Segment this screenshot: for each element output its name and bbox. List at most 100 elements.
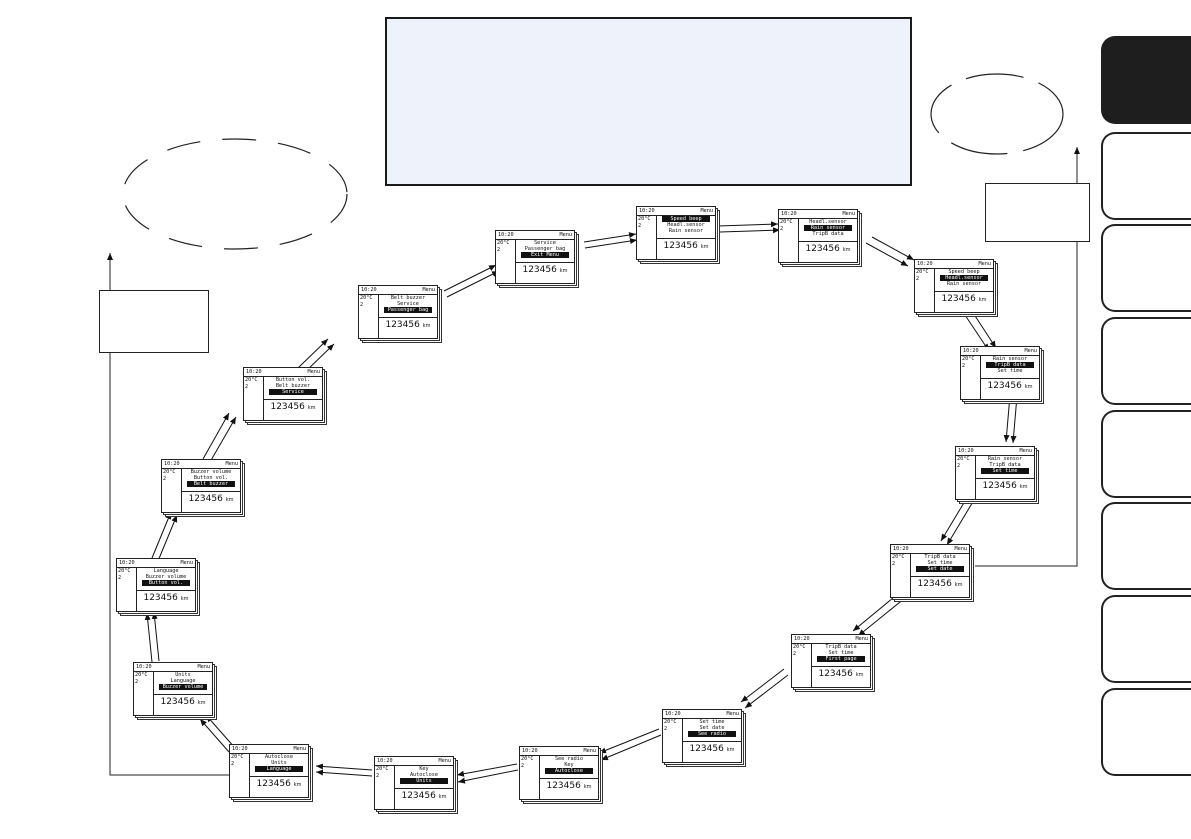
clock-text: 10:20 <box>164 461 180 467</box>
connector-left <box>107 253 234 776</box>
odometer: 123456 km <box>976 478 1034 499</box>
chapter-tab-active[interactable] <box>1101 36 1191 124</box>
temperature-text: 20°C <box>962 356 975 362</box>
gear-text: 2 <box>793 651 797 657</box>
chapter-tab[interactable] <box>1101 132 1191 220</box>
menu-label: Menu <box>954 546 968 552</box>
gear-text: 2 <box>135 679 139 685</box>
odometer: 123456 km <box>981 378 1039 399</box>
odometer-value: 123456 <box>818 669 853 679</box>
navigation-arrows <box>144 221 1018 784</box>
navigation-arrow <box>717 221 779 228</box>
navigation-arrow <box>744 674 789 709</box>
odometer: 123456 km <box>516 262 574 283</box>
odometer-unit: km <box>954 582 963 588</box>
menu-line: Rain sensor <box>668 228 704 234</box>
chapter-tab[interactable] <box>1101 595 1191 683</box>
temperature-text: 20°C <box>135 672 148 678</box>
menu-line: Set time <box>699 719 725 725</box>
gear-text: 2 <box>163 476 167 482</box>
odometer-unit: km <box>559 268 568 274</box>
connector-right <box>975 147 1080 567</box>
menu-line: Language <box>153 568 179 574</box>
chapter-tab[interactable] <box>1101 224 1191 312</box>
odometer: 123456 km <box>540 778 598 799</box>
odometer-unit: km <box>307 405 316 411</box>
menu-line: Passenger bag <box>524 246 566 252</box>
temperature-text: 20°C <box>780 219 793 225</box>
menu-line-selected: Belt buzzer <box>187 481 235 487</box>
note-box-right <box>985 183 1090 242</box>
odometer-unit: km <box>700 244 709 250</box>
odometer-value: 123456 <box>256 779 291 789</box>
odometer-value: 123456 <box>987 381 1022 391</box>
menu-line: Buzzer volume <box>190 469 232 475</box>
gear-text: 2 <box>376 773 380 779</box>
menu-line: Autoclose <box>264 754 294 760</box>
menu-line-selected: Headl.sensor <box>940 275 988 281</box>
chapter-tab[interactable] <box>1101 502 1191 590</box>
chapter-tab[interactable] <box>1101 688 1191 776</box>
menu-line-selected: Buzzer volume <box>159 684 207 690</box>
odometer: 123456 km <box>264 399 322 420</box>
odometer-value: 123456 <box>941 294 976 304</box>
gear-text: 2 <box>957 463 961 469</box>
menu-label: Menu <box>583 748 597 754</box>
odometer-unit: km <box>1019 484 1028 490</box>
navigation-arrow <box>857 597 906 637</box>
odometer-unit: km <box>583 784 592 790</box>
navigation-arrow <box>584 238 638 249</box>
menu-label: Menu <box>559 232 573 238</box>
clock-text: 10:20 <box>639 208 655 214</box>
menu-line-selected: Units <box>400 778 448 784</box>
menu-line: Set time <box>997 368 1023 374</box>
dashed-ellipse-left <box>122 138 348 250</box>
navigation-arrow <box>157 514 178 562</box>
odometer-value: 123456 <box>917 579 952 589</box>
menu-line-selected: Speed beep <box>662 216 710 222</box>
menu-line-selected: Passenger bag <box>384 307 432 313</box>
menu-line: Service <box>534 240 556 246</box>
menu-line-selected: Language <box>255 766 303 772</box>
chapter-tab[interactable] <box>1101 410 1191 498</box>
navigation-arrow <box>202 412 230 460</box>
chapter-tab[interactable] <box>1101 317 1191 405</box>
clock-text: 10:20 <box>665 711 681 717</box>
clock-text: 10:20 <box>917 261 933 267</box>
gear-text: 2 <box>231 761 235 767</box>
navigation-arrow <box>457 769 519 784</box>
temperature-text: 20°C <box>793 644 806 650</box>
clock-text: 10:20 <box>136 664 152 670</box>
odometer-unit: km <box>978 297 987 303</box>
odometer-unit: km <box>293 782 302 788</box>
menu-line: Service <box>397 301 419 307</box>
